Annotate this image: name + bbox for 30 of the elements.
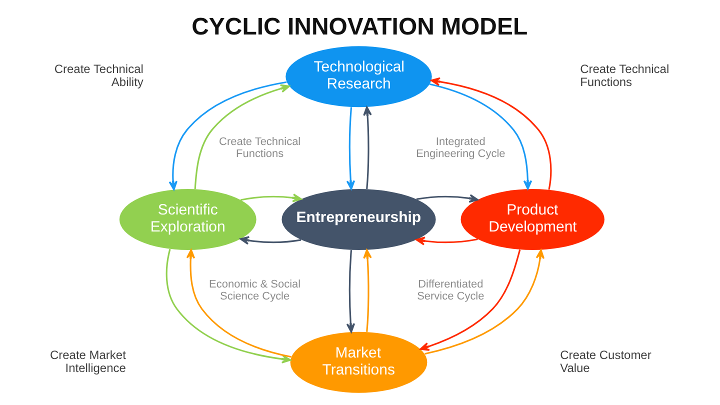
arrow	[239, 236, 301, 245]
arrow	[346, 107, 355, 190]
arrow	[416, 194, 478, 203]
label: Create Market Intelligence	[49, 348, 126, 375]
arrow	[419, 250, 520, 351]
node-ellipse: Entrepreneurship	[281, 189, 436, 250]
arrow	[424, 249, 544, 355]
node-ellipse: Scientific Exploration	[118, 189, 256, 250]
diagram-title: CYCLIC INNOVATION MODEL	[191, 13, 528, 40]
arrow	[346, 250, 355, 333]
label: Create Technical Functions	[580, 62, 669, 90]
node-ellipse: Market Transitions	[290, 332, 427, 393]
arrow	[168, 81, 286, 190]
label: Economic & Social Science Cycle	[208, 278, 300, 303]
arrow	[428, 83, 532, 190]
arrow	[165, 248, 291, 364]
arrow	[430, 77, 552, 190]
label: Create Customer Value	[560, 348, 651, 375]
label: Create Technical Ability	[54, 62, 143, 90]
label: Integrated Engineering Cycle	[416, 136, 505, 160]
arrow	[186, 249, 291, 358]
arrow	[415, 236, 478, 246]
arrow	[362, 106, 372, 190]
arrow	[240, 194, 302, 202]
label: Create Technical Functions	[218, 136, 300, 160]
label: Differentiated Service Cycle	[416, 278, 484, 303]
arrow	[362, 249, 372, 332]
node-ellipse: Product Development	[460, 189, 604, 250]
node-ellipse: Technological Research	[285, 46, 432, 108]
arrow	[194, 84, 290, 190]
